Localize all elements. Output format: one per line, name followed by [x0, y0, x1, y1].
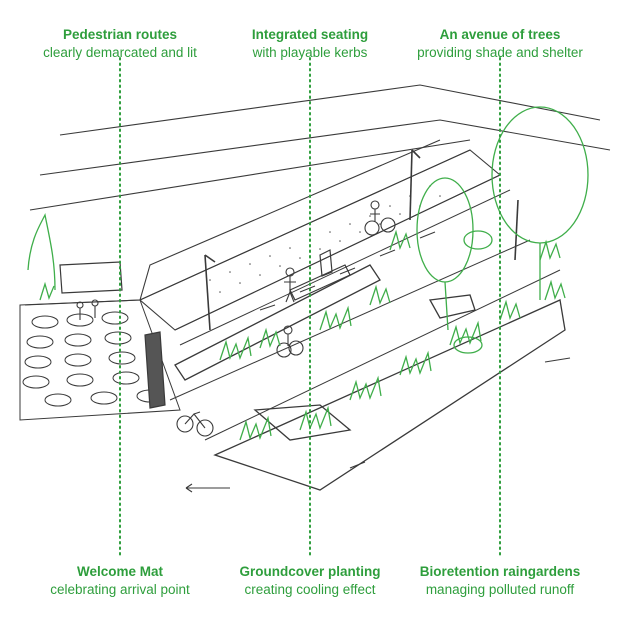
annotation-avenue-of-trees: An avenue of trees providing shade and s…	[395, 26, 605, 62]
raingarden-kerbs	[174, 264, 566, 491]
annotation-title: Groundcover planting	[239, 564, 381, 579]
bicycle-marking	[176, 411, 214, 437]
annotation-title: Welcome Mat	[76, 564, 164, 579]
annotation-title: An avenue of trees	[439, 27, 561, 42]
annotation-subtitle: with playable kerbs	[252, 45, 368, 60]
planting	[27, 106, 589, 441]
annotation-title: Bioretention raingardens	[419, 564, 581, 579]
annotation-title: Pedestrian routes	[62, 27, 178, 42]
annotation-title: Integrated seating	[251, 27, 369, 42]
annotation-subtitle: managing polluted runoff	[425, 582, 575, 597]
annotation-welcome-mat: Welcome Mat celebrating arrival point	[15, 563, 225, 599]
totem-sign	[144, 331, 166, 409]
annotation-pedestrian-routes: Pedestrian routes clearly demarcated and…	[15, 26, 225, 62]
annotation-integrated-seating: Integrated seating with playable kerbs	[205, 26, 415, 62]
annotation-subtitle: creating cooling effect	[244, 582, 376, 597]
carriageway	[24, 84, 611, 306]
integrated-seating	[59, 249, 351, 301]
pedestrian-figures	[76, 200, 396, 358]
annotation-subtitle: providing shade and shelter	[417, 45, 583, 60]
street-lights	[204, 149, 519, 331]
annotation-subtitle: clearly demarcated and lit	[43, 45, 197, 60]
annotation-groundcover-planting: Groundcover planting creating cooling ef…	[205, 563, 415, 599]
annotation-subtitle: celebrating arrival point	[50, 582, 190, 597]
leader-lines	[119, 57, 501, 556]
runoff-arrows	[185, 357, 571, 493]
annotation-bioretention-raingardens: Bioretention raingardens managing pollut…	[395, 563, 605, 599]
